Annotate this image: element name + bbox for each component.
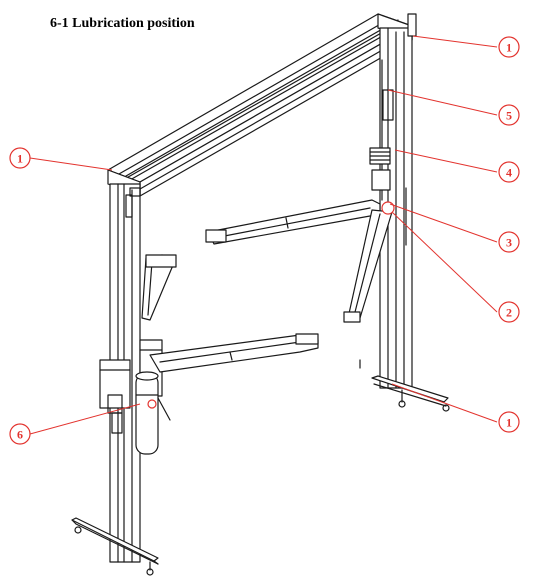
callout-label: 1 (17, 152, 23, 166)
overhead-beam (107, 13, 413, 197)
callout-label: 1 (506, 416, 512, 430)
callout-arm-pin: 3 (498, 231, 520, 253)
callout-label: 4 (506, 166, 512, 180)
callout-top-right: 1 (498, 36, 520, 58)
left-carriage (139, 254, 319, 397)
callout-label: 5 (506, 109, 512, 123)
callout-arm-lock: 2 (498, 301, 520, 323)
right-carriage (369, 147, 391, 191)
page-title: 6-1 Lubrication position (50, 16, 195, 31)
callout-carriage: 4 (498, 161, 520, 183)
callout-left: 1 (9, 147, 31, 169)
callout-label: 1 (506, 41, 512, 55)
callout-power-unit: 6 (9, 423, 31, 445)
power-unit (99, 359, 171, 455)
callout-base: 1 (498, 411, 520, 433)
right-arms (205, 199, 395, 323)
callout-markers: 1 1 5 4 3 2 1 6 (9, 36, 520, 445)
callout-label: 6 (17, 428, 23, 442)
callout-label: 3 (506, 236, 512, 250)
callout-pulley: 5 (498, 104, 520, 126)
callout-label: 2 (506, 306, 512, 320)
